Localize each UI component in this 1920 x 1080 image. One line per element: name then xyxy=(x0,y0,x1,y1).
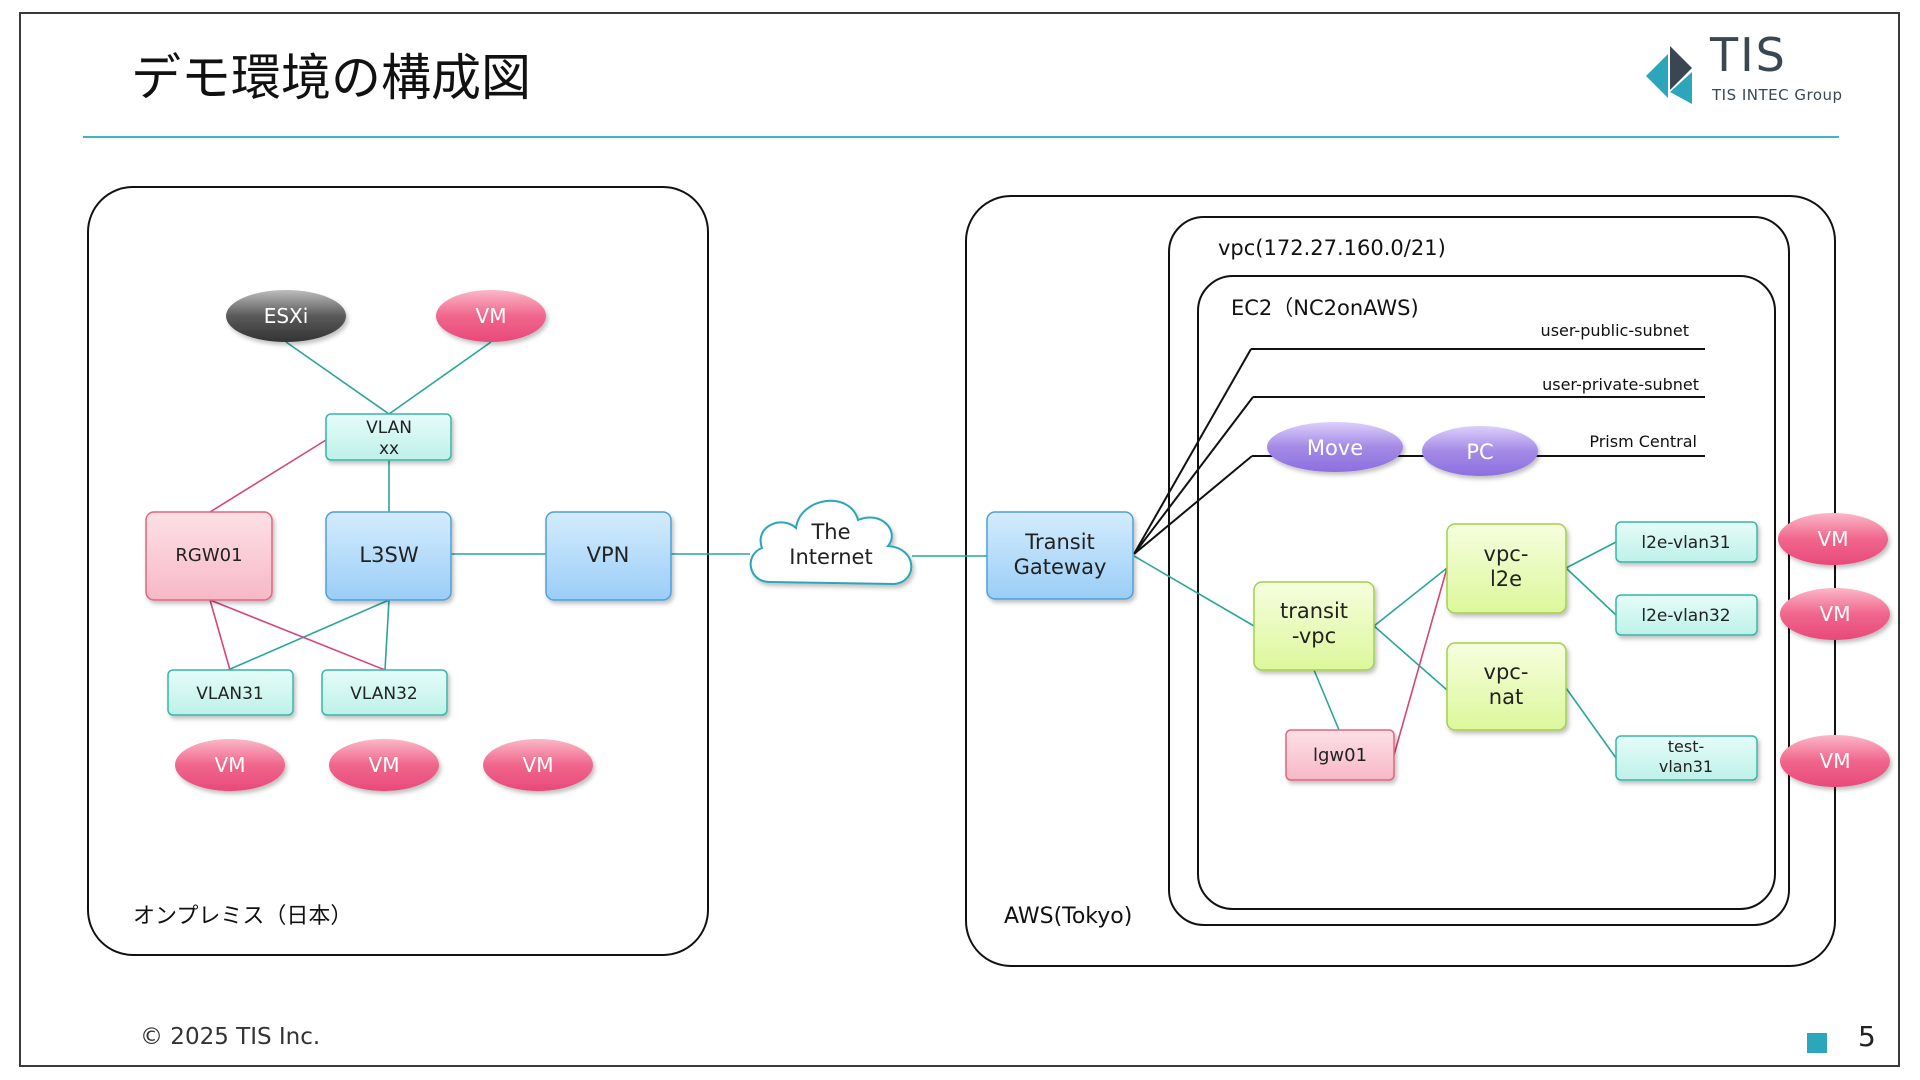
svg-text:VM: VM xyxy=(369,753,400,777)
svg-text:PC: PC xyxy=(1466,440,1493,464)
vpc-label: vpc(172.27.160.0/21) xyxy=(1218,236,1446,260)
vm-right-3: VM xyxy=(1780,735,1890,787)
title-divider xyxy=(83,136,1839,138)
test-vlan31-node: test- vlan31 xyxy=(1615,735,1758,781)
aws-links xyxy=(1133,541,1617,759)
vm-top-node: VM xyxy=(436,290,546,342)
vm-right-1: VM xyxy=(1778,513,1888,565)
vm-label: VM xyxy=(476,304,507,328)
svg-text:xx: xx xyxy=(379,439,399,459)
onprem-region xyxy=(87,186,709,956)
copyright-text: © 2025 TIS Inc. xyxy=(140,1024,321,1050)
svg-text:l2e-vlan32: l2e-vlan32 xyxy=(1641,606,1730,626)
svg-text:VLAN: VLAN xyxy=(366,418,412,438)
l2e-vlan31-node: l2e-vlan31 xyxy=(1615,521,1758,563)
l3sw-node: L3SW xyxy=(325,511,452,601)
svg-text:test-: test- xyxy=(1668,737,1705,756)
svg-text:VM: VM xyxy=(1820,602,1851,626)
svg-text:VM: VM xyxy=(1820,749,1851,773)
svg-text:VM: VM xyxy=(523,753,554,777)
logo-group-text: TIS INTEC Group xyxy=(1712,86,1843,104)
vlan-xx-node: VLAN xx xyxy=(325,413,452,461)
onprem-pink-links xyxy=(209,439,386,671)
esxi-node: ESXi xyxy=(226,290,346,342)
svg-text:Transit: Transit xyxy=(1024,530,1095,554)
svg-text:L3SW: L3SW xyxy=(359,543,418,567)
vlan32-node: VLAN32 xyxy=(321,669,448,716)
svg-text:nat: nat xyxy=(1489,685,1523,709)
svg-text:The: The xyxy=(810,520,850,544)
svg-text:Move: Move xyxy=(1307,436,1363,460)
svg-text:l2e-vlan31: l2e-vlan31 xyxy=(1641,533,1730,553)
move-node: Move xyxy=(1267,422,1403,472)
aws-region-label: AWS(Tokyo) xyxy=(1004,904,1132,929)
svg-text:VLAN32: VLAN32 xyxy=(350,684,417,704)
onprem-region-label: オンプレミス（日本） xyxy=(133,904,352,929)
public-subnet-label: user-public-subnet xyxy=(1541,321,1689,340)
esxi-label: ESXi xyxy=(264,304,309,328)
lgw01-node: lgw01 xyxy=(1285,729,1395,781)
svg-text:Gateway: Gateway xyxy=(1014,555,1107,579)
vpc-l2e-node: vpc- l2e xyxy=(1446,523,1567,614)
vm-bottom-1: VM xyxy=(175,739,285,791)
svg-text:vpc-: vpc- xyxy=(1484,660,1529,684)
onprem-links xyxy=(227,341,750,671)
vlan31-node: VLAN31 xyxy=(167,669,294,716)
svg-text:-vpc: -vpc xyxy=(1292,624,1336,648)
logo-wordmark: TIS xyxy=(1710,28,1787,82)
vm-bottom-3: VM xyxy=(483,739,593,791)
aws-region xyxy=(965,195,1836,967)
svg-text:VM: VM xyxy=(215,753,246,777)
svg-text:VM: VM xyxy=(1818,527,1849,551)
svg-text:lgw01: lgw01 xyxy=(1313,745,1367,766)
svg-text:vpc-: vpc- xyxy=(1484,542,1529,566)
page-number: 5 xyxy=(1858,1020,1876,1053)
internet-cloud-icon: The Internet xyxy=(749,499,913,586)
vpn-node: VPN xyxy=(545,511,672,601)
vpc-container xyxy=(1168,216,1790,926)
l2e-vlan32-node: l2e-vlan32 xyxy=(1615,594,1758,636)
rgw01-node: RGW01 xyxy=(145,511,273,601)
svg-text:RGW01: RGW01 xyxy=(175,545,242,566)
private-subnet-label: user-private-subnet xyxy=(1542,375,1699,394)
svg-text:VPN: VPN xyxy=(587,543,630,567)
transit-gateway-node: Transit Gateway xyxy=(986,511,1134,600)
pc-node: PC xyxy=(1422,426,1538,476)
svg-text:transit: transit xyxy=(1280,599,1348,623)
svg-text:l2e: l2e xyxy=(1490,567,1522,591)
tis-logo-icon xyxy=(1646,46,1692,104)
lgw-l2e-link xyxy=(1393,567,1448,756)
prism-central-label: Prism Central xyxy=(1589,432,1697,451)
svg-text:Internet: Internet xyxy=(789,545,872,569)
svg-text:VLAN31: VLAN31 xyxy=(196,684,263,704)
vm-bottom-2: VM xyxy=(329,739,439,791)
page-marker-icon xyxy=(1807,1033,1827,1053)
vpc-nat-node: vpc- nat xyxy=(1446,642,1567,731)
transit-vpc-node: transit -vpc xyxy=(1253,581,1375,671)
svg-text:vlan31: vlan31 xyxy=(1659,757,1713,776)
slide-title: デモ環境の構成図 xyxy=(131,49,531,107)
vm-right-2: VM xyxy=(1780,588,1890,640)
ec2-label: EC2（NC2onAWS) xyxy=(1231,296,1419,320)
